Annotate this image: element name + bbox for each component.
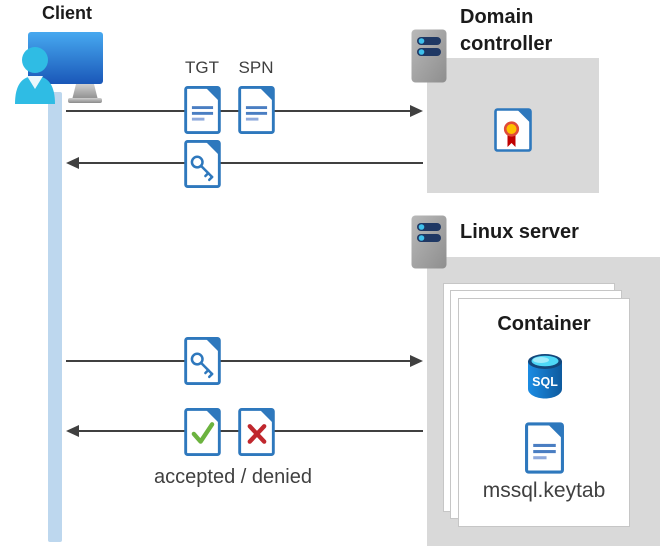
- sql-database-icon: SQL: [528, 354, 562, 399]
- keytab-document-icon: [525, 422, 564, 474]
- sql-badge-label: SQL: [532, 375, 558, 389]
- certificate-ribbon-icon: [494, 108, 532, 152]
- tgt-label: TGT: [185, 58, 219, 77]
- accepted-denied-label: accepted / denied: [154, 466, 312, 488]
- container-card-front: [458, 298, 630, 527]
- arrowhead-right-icon: [410, 355, 423, 367]
- arrowhead-right-icon: [410, 105, 423, 117]
- arrowhead-left-icon: [66, 425, 79, 437]
- spn-document-icon: [238, 85, 275, 135]
- monitor-user-icon: [15, 32, 103, 104]
- tgt-document-icon: [184, 85, 221, 135]
- client-lifeline: [48, 92, 62, 542]
- spn-label: SPN: [238, 58, 274, 77]
- keytab-label: mssql.keytab: [482, 479, 606, 502]
- arrowhead-left-icon: [66, 157, 79, 169]
- denied-x-document-icon: [238, 407, 275, 457]
- arrow-send-ticket: [66, 355, 423, 367]
- domain-controller-title: Domain controller: [460, 6, 553, 55]
- arrow-return-ticket: [66, 157, 423, 169]
- ticket-key-document-icon: [184, 336, 221, 386]
- linux-server-title: Linux server: [460, 221, 579, 243]
- ticket-key-document-icon: [184, 139, 221, 189]
- accepted-check-document-icon: [184, 407, 221, 457]
- server-tower-icon: [411, 29, 447, 83]
- container-title: Container: [497, 313, 591, 335]
- client-title: Client: [41, 3, 92, 23]
- arrow-request-tickets: [66, 105, 423, 117]
- server-tower-icon: [411, 215, 447, 269]
